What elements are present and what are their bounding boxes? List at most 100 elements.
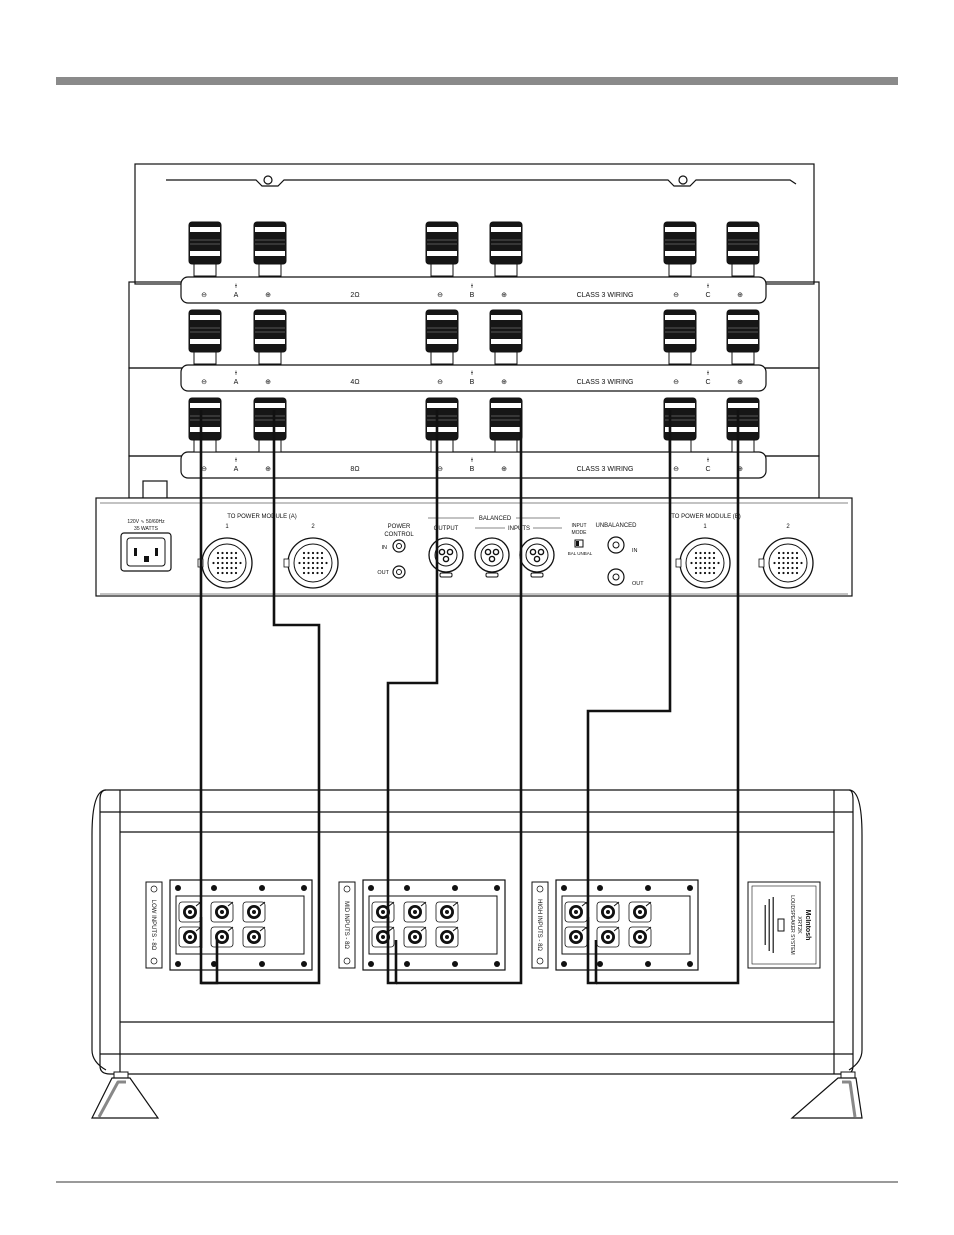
minus-symbol-c: ⊖ [673, 466, 679, 473]
speaker-badge: McIntosh XRT2K LOUDSPEAKER SYSTEM [747, 881, 821, 969]
unbalanced-label: UNBALANCED [595, 523, 637, 529]
low-inputs-terminal[interactable] [242, 926, 266, 948]
mid-inputs-terminal[interactable] [371, 901, 395, 923]
minus-symbol-b: ⊖ [437, 292, 443, 299]
binding-post-row2-3[interactable] [425, 309, 459, 365]
binding-post-row3-2[interactable] [253, 397, 287, 453]
speaker-wire-9 [596, 410, 740, 985]
input-mode-line1: INPUT [572, 523, 587, 529]
unbalanced-out-jack[interactable] [607, 568, 625, 586]
high-inputs-terminal[interactable] [564, 901, 588, 923]
module-a-connector-2-label: 2 [311, 524, 315, 530]
high-inputs-terminal[interactable] [596, 901, 620, 923]
low-inputs-terminal[interactable] [210, 901, 234, 923]
high-inputs-terminal[interactable] [596, 926, 620, 948]
module-b-connector-2-label: 2 [786, 524, 790, 530]
unbalanced-in-jack[interactable] [607, 536, 625, 554]
unbalanced-out-label: OUT [632, 581, 644, 587]
low-inputs-terminal[interactable] [178, 901, 202, 923]
power-control-out-label: OUT [377, 570, 389, 576]
speaker-foot-left [91, 1071, 160, 1119]
balanced-output-label: OUTPUT [434, 526, 459, 532]
module-b-connector-1[interactable] [675, 537, 731, 589]
balanced-input-xlr-1[interactable] [474, 537, 510, 578]
binding-post-row1-5[interactable] [663, 221, 697, 277]
low-inputs-label: LOW INPUTS - 8Ω [150, 900, 156, 951]
low-inputs-panel: LOW INPUTS - 8Ω [145, 879, 313, 971]
header-rule [56, 77, 898, 85]
binding-post-row3-6[interactable] [726, 397, 760, 453]
input-mode-line2: MODE [572, 530, 588, 536]
binding-post-row2-2[interactable] [253, 309, 287, 365]
control-panel: 120V ∿ 50/60Hz 35 WATTS TO POWER MODULE … [95, 497, 853, 597]
module-a-connector-2[interactable] [283, 537, 339, 589]
binding-post-row2-4[interactable] [489, 309, 523, 365]
channel-c-label: C [705, 292, 710, 299]
channel-a-label: A [234, 379, 239, 386]
mid-inputs-label: MID INPUTS - 8Ω [343, 901, 349, 949]
binding-post-row3-3[interactable] [425, 397, 459, 453]
high-inputs-terminal[interactable] [628, 926, 652, 948]
minus-symbol-c: ⊖ [673, 379, 679, 386]
minus-symbol-a: ⊖ [201, 292, 207, 299]
speaker-model: XRT2K [796, 916, 802, 934]
input-mode-switch[interactable] [574, 539, 584, 548]
channel-a-tick: ɫ [235, 284, 237, 290]
power-control-in-jack[interactable] [392, 539, 406, 553]
speaker-wire-3 [201, 410, 321, 985]
channel-a-tick: ɫ [235, 371, 237, 377]
mid-inputs-terminal[interactable] [371, 926, 395, 948]
mid-inputs-terminal[interactable] [435, 926, 459, 948]
minus-symbol-a: ⊖ [201, 379, 207, 386]
module-b-connector-2[interactable] [758, 537, 814, 589]
binding-post-row1-3[interactable] [425, 221, 459, 277]
high-inputs-terminal[interactable] [628, 901, 652, 923]
channel-b-label: B [470, 466, 475, 473]
binding-post-row2-6[interactable] [726, 309, 760, 365]
high-inputs-terminal[interactable] [564, 926, 588, 948]
low-inputs-terminal[interactable] [210, 926, 234, 948]
high-inputs-label: HIGH INPUTS - 8Ω [536, 899, 542, 951]
ac-inlet[interactable] [120, 532, 172, 572]
binding-post-row3-4[interactable] [489, 397, 523, 453]
module-a-label: TO POWER MODULE (A) [227, 514, 297, 520]
plus-symbol-b: ⊕ [501, 379, 507, 386]
binding-post-row2-1[interactable] [188, 309, 222, 365]
binding-post-row3-1[interactable] [188, 397, 222, 453]
plus-symbol-a: ⊕ [265, 292, 271, 299]
binding-post-row1-1[interactable] [188, 221, 222, 277]
speaker-cabinet [91, 789, 863, 1075]
impedance-label: 2Ω [350, 292, 359, 299]
binding-post-row1-6[interactable] [726, 221, 760, 277]
binding-post-row1-2[interactable] [253, 221, 287, 277]
binding-post-row2-5[interactable] [663, 309, 697, 365]
channel-c-label: C [705, 379, 710, 386]
balanced-input-xlr-2[interactable] [519, 537, 555, 578]
mid-inputs-terminal[interactable] [403, 926, 427, 948]
brand-logo: McIntosh [804, 910, 811, 941]
minus-symbol-b: ⊖ [437, 466, 443, 473]
mid-inputs-panel: MID INPUTS - 8Ω [338, 879, 506, 971]
channel-c-tick: ɫ [707, 458, 709, 464]
speaker-foot-right [790, 1071, 863, 1119]
plus-symbol-a: ⊕ [265, 379, 271, 386]
mid-inputs-terminal[interactable] [403, 901, 427, 923]
plus-symbol-b: ⊕ [501, 466, 507, 473]
plus-symbol-c: ⊕ [737, 379, 743, 386]
low-inputs-terminal[interactable] [242, 901, 266, 923]
mid-inputs-terminal[interactable] [435, 901, 459, 923]
plus-symbol-a: ⊕ [265, 466, 271, 473]
low-inputs-terminal[interactable] [178, 926, 202, 948]
speaker-wire-6 [396, 410, 523, 985]
power-control-out-jack[interactable] [392, 565, 406, 579]
binding-post-row1-4[interactable] [489, 221, 523, 277]
channel-b-label: B [470, 292, 475, 299]
channel-a-label: A [234, 292, 239, 299]
channel-b-tick: ɫ [471, 284, 473, 290]
power-control-line1: POWER [388, 524, 411, 530]
module-a-connector-1[interactable] [197, 537, 253, 589]
